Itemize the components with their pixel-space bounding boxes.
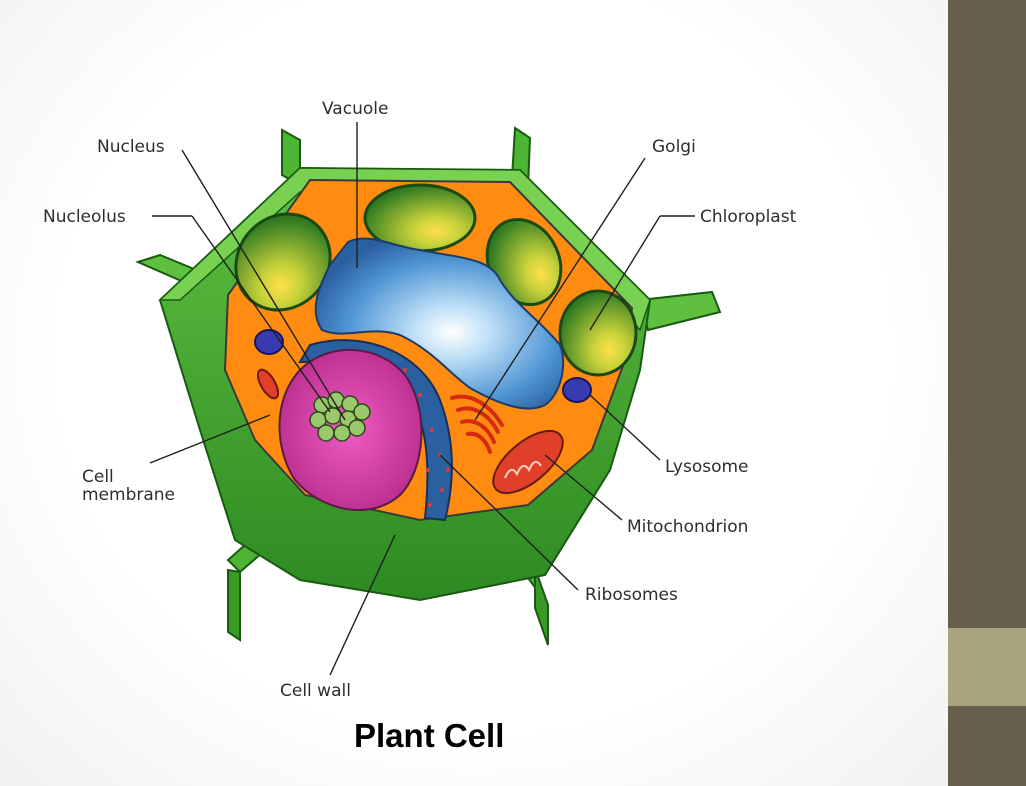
label-nucleus: Nucleus <box>97 137 165 157</box>
chloroplasts <box>234 183 638 377</box>
slide-caption: Plant Cell <box>354 717 505 754</box>
label-cell-membrane-line2: membrane <box>82 485 175 505</box>
side-accent-block <box>948 628 1026 706</box>
plant-cell-diagram: Vacuole Nucleus Nucleolus Golgi Chloropl… <box>43 99 797 701</box>
ribosome-dots <box>378 358 450 507</box>
label-lysosome: Lysosome <box>665 457 749 477</box>
nucleolus <box>309 391 371 442</box>
label-ribosomes: Ribosomes <box>585 585 678 605</box>
mitochondria <box>256 368 564 495</box>
label-cell-wall: Cell wall <box>280 681 351 701</box>
label-mitochondrion: Mitochondrion <box>627 517 748 537</box>
label-nucleolus: Nucleolus <box>43 207 126 227</box>
golgi-apparatus <box>450 394 504 454</box>
label-cell-membrane-line1: Cell <box>82 467 114 487</box>
label-leader-lines <box>149 122 695 676</box>
label-vacuole: Vacuole <box>322 99 388 119</box>
label-chloroplast: Chloroplast <box>700 207 797 227</box>
vacuole <box>314 237 565 410</box>
label-golgi: Golgi <box>652 137 696 157</box>
